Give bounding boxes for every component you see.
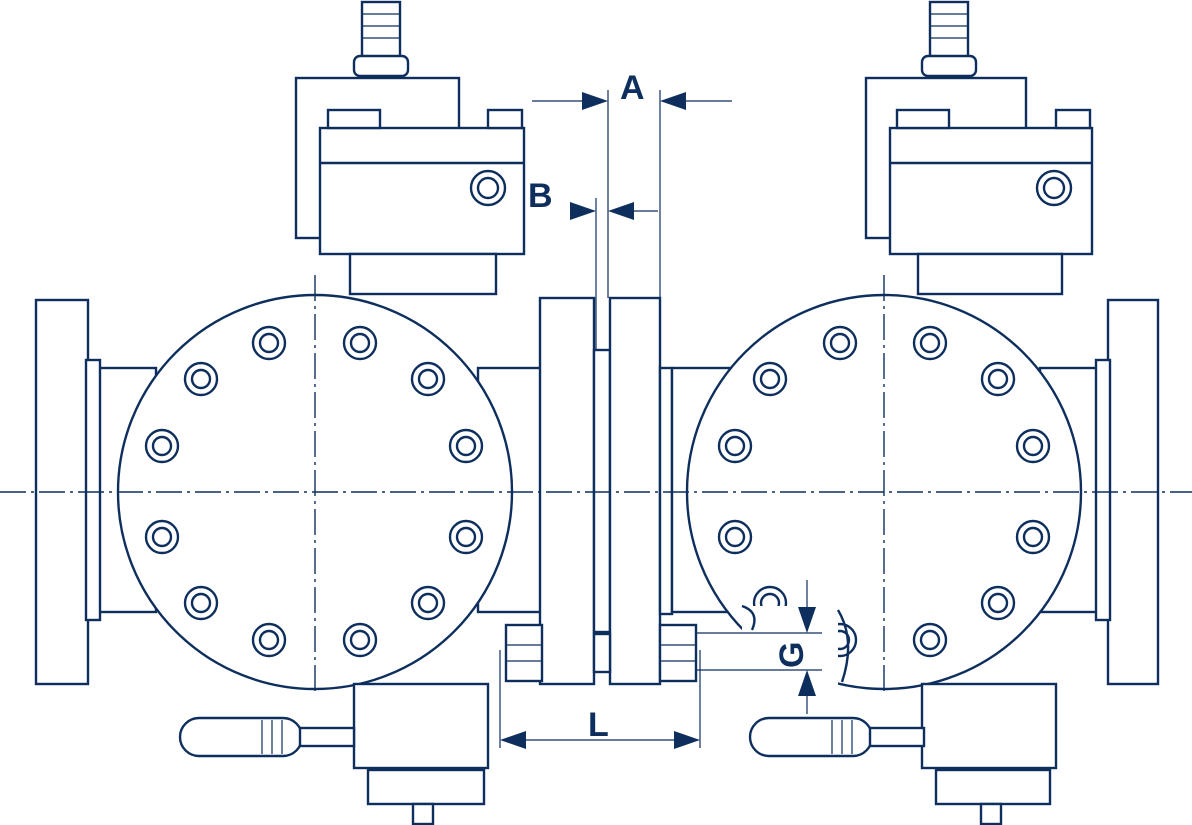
left-body-bolts [144, 325, 484, 658]
dimension-label-g: G [773, 642, 811, 668]
stud-bolt [504, 623, 698, 683]
left-neck [348, 252, 498, 296]
dimension-label-b: B [528, 177, 553, 215]
center-flanges [504, 296, 698, 686]
right-body-bolts [717, 325, 1051, 658]
left-valve [34, 0, 546, 825]
right-valve [670, 0, 1160, 825]
dimension-label-l: L [588, 706, 609, 744]
dimension-g: G [696, 580, 822, 714]
dimension-b: B [528, 177, 658, 350]
dimension-label-a: A [620, 69, 645, 107]
left-handle [178, 716, 356, 758]
right-neck [916, 252, 1064, 296]
dimension-a: A [532, 69, 732, 298]
left-actuator [294, 0, 526, 256]
right-actuator [864, 0, 1094, 256]
right-handle [748, 716, 926, 758]
dimension-l: L [499, 650, 701, 749]
